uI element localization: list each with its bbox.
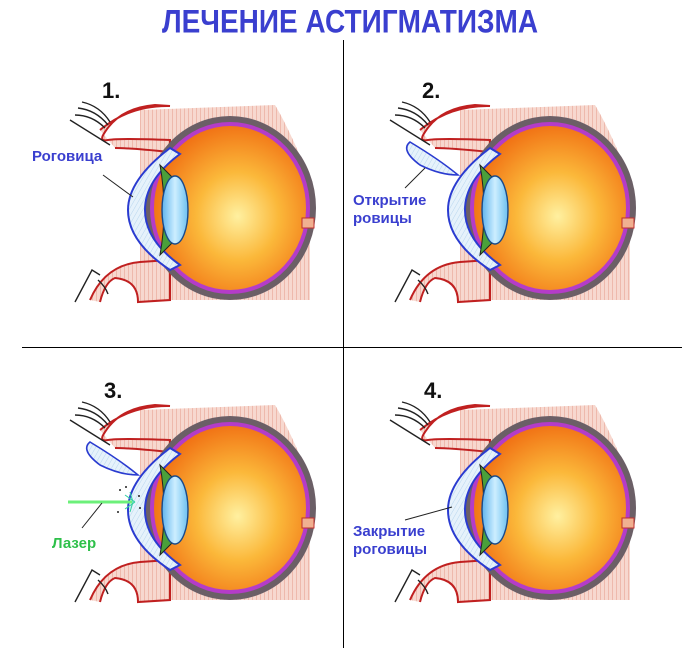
step-number: 4. bbox=[424, 378, 443, 403]
label-line-1: Открытие bbox=[353, 192, 427, 209]
horizontal-divider bbox=[22, 347, 682, 348]
vertical-divider bbox=[343, 40, 344, 648]
label-line-2: ровицы bbox=[353, 210, 412, 227]
panel-step-1: 1. Роговица bbox=[20, 70, 350, 370]
label-flap-closed: Закрытие роговицы bbox=[353, 523, 427, 559]
panel-step-2: 2. Открытие ровицы bbox=[340, 70, 670, 370]
panel-step-3: 3. Лазер bbox=[20, 370, 350, 670]
label-cornea: Роговица bbox=[32, 148, 103, 165]
label-flap-open: Открытие ровицы bbox=[353, 192, 426, 228]
corneal-flap-icon bbox=[85, 441, 141, 476]
label-line-1: Закрытие bbox=[353, 523, 426, 540]
eye-diagram-icon bbox=[68, 370, 340, 610]
eye-diagram-icon bbox=[340, 370, 660, 610]
step-number: 3. bbox=[104, 378, 123, 403]
laser-sparks-icon bbox=[124, 491, 136, 513]
panel-step-4: 4. Закрытие роговицы bbox=[340, 370, 670, 670]
eye-diagram-icon bbox=[20, 70, 340, 310]
page-title: ЛЕЧЕНИЕ АСТИГМАТИЗМА bbox=[161, 3, 539, 40]
step-number: 1. bbox=[102, 78, 121, 103]
step-number: 2. bbox=[422, 78, 441, 103]
label-laser: Лазер bbox=[52, 535, 97, 552]
corneal-flap-icon bbox=[405, 141, 461, 176]
label-line-2: роговицы bbox=[353, 541, 428, 558]
eye-diagram-icon bbox=[340, 70, 660, 310]
